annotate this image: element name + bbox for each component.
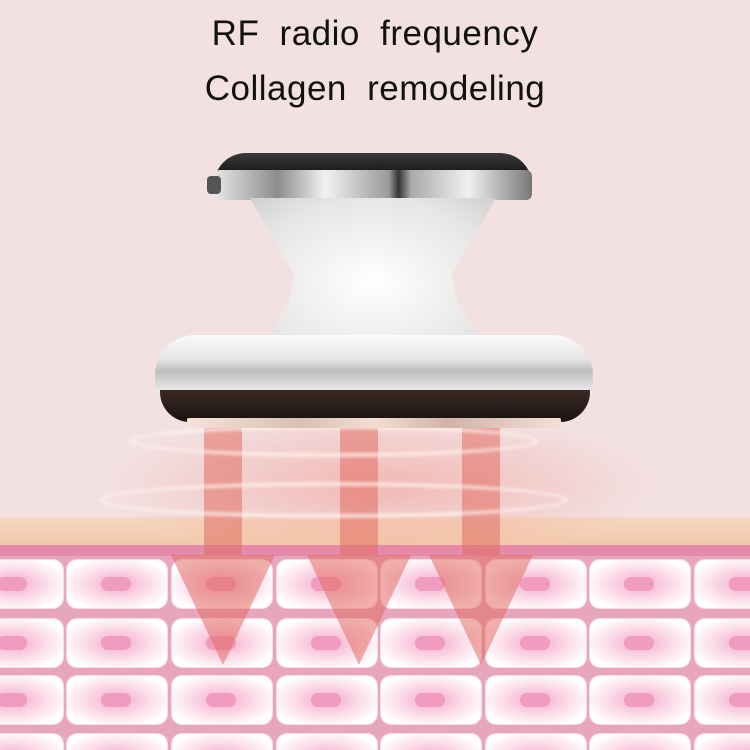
device-bottom-shell xyxy=(160,390,590,422)
collagen-cell xyxy=(590,619,690,667)
collagen-cell xyxy=(590,560,690,608)
collagen-cell xyxy=(695,560,750,608)
device-chrome-band xyxy=(214,170,532,200)
collagen-cell xyxy=(381,734,481,750)
cell-nucleus xyxy=(101,636,131,650)
collagen-cell xyxy=(590,676,690,724)
arrow-down-icon xyxy=(307,555,411,665)
collagen-cell xyxy=(695,734,750,750)
collagen-cell xyxy=(0,734,63,750)
headline-line-1: RF radio frequency xyxy=(211,14,539,53)
collagen-cell xyxy=(486,676,586,724)
device-power-button xyxy=(207,176,221,194)
cell-nucleus xyxy=(729,577,750,591)
collagen-cell xyxy=(381,676,481,724)
device-base xyxy=(155,335,593,395)
cell-nucleus xyxy=(206,693,236,707)
cell-nucleus xyxy=(0,693,27,707)
collagen-cell xyxy=(695,619,750,667)
headline-line-2: Collagen remodeling xyxy=(204,69,546,108)
collagen-cell xyxy=(172,734,272,750)
cell-nucleus xyxy=(624,693,654,707)
cell-nucleus xyxy=(0,636,27,650)
collagen-cell xyxy=(172,676,272,724)
collagen-cell xyxy=(695,676,750,724)
cell-nucleus xyxy=(729,693,750,707)
cell-nucleus xyxy=(101,693,131,707)
cell-nucleus xyxy=(520,693,550,707)
collagen-cell xyxy=(590,734,690,750)
collagen-cell xyxy=(277,734,377,750)
cell-nucleus xyxy=(311,693,341,707)
cell-nucleus xyxy=(729,636,750,650)
rf-wave-ring-lower xyxy=(100,482,568,518)
arrow-down-icon xyxy=(429,555,533,665)
collagen-cell xyxy=(0,676,63,724)
collagen-cell xyxy=(277,676,377,724)
collagen-cell xyxy=(67,560,167,608)
arrow-down-icon xyxy=(171,555,275,665)
collagen-cell xyxy=(67,734,167,750)
cell-nucleus xyxy=(624,636,654,650)
device-electrode-plate xyxy=(187,418,561,428)
collagen-cell xyxy=(0,560,63,608)
cell-nucleus xyxy=(624,577,654,591)
collagen-cell xyxy=(67,619,167,667)
cell-nucleus xyxy=(0,577,27,591)
cell-nucleus xyxy=(415,693,445,707)
cell-nucleus xyxy=(101,577,131,591)
rf-wave-ring-upper xyxy=(130,425,538,457)
collagen-cell xyxy=(67,676,167,724)
collagen-cell xyxy=(0,619,63,667)
collagen-cell xyxy=(486,734,586,750)
